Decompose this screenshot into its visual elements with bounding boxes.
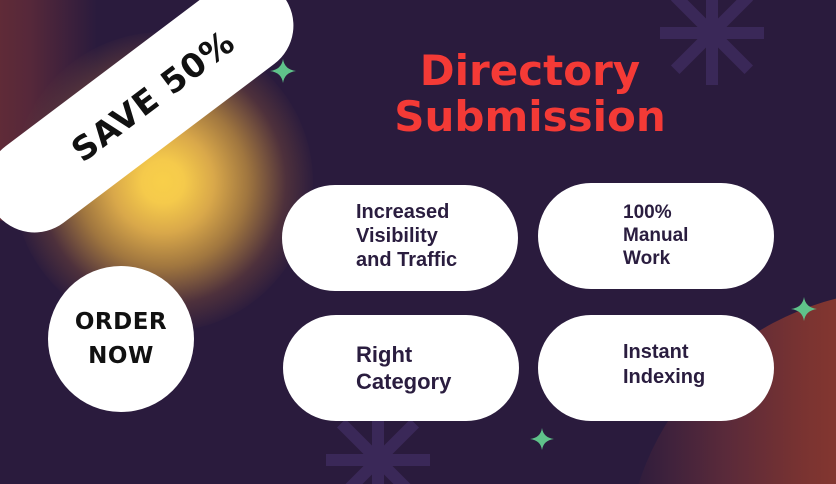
feature-text: Visibility [356,225,438,247]
feature-text: Right [356,342,413,367]
feature-text: Indexing [623,366,706,388]
feature-text: Work [623,248,671,269]
order-label-line-1: ORDER [74,309,168,335]
feature-pill-visibility: Increased Visibility and Traffic [282,185,518,291]
feature-pill-indexing: Instant Indexing [538,315,774,421]
feature-text: 100% [623,202,672,223]
order-label-line-2: NOW [88,343,154,369]
feature-pill-manual-work: 100% Manual Work [538,183,774,289]
asterisk-icon [660,0,764,85]
sparkle-icon [530,428,554,450]
sparkle-icon [791,297,817,321]
feature-text: Instant [623,341,689,363]
title-line-2: Submission [394,92,666,141]
page-title: Directory Submission [380,48,680,140]
feature-text: and Traffic [356,249,458,271]
feature-pill-category: Right Category [283,315,519,421]
feature-text: Manual [623,225,689,246]
title-line-1: Directory [419,46,641,95]
sparkle-icon [270,59,296,83]
asterisk-icon [326,408,430,484]
order-now-button[interactable]: ORDER NOW [48,266,194,412]
feature-text: Increased [356,201,450,223]
feature-text: Category [356,369,452,394]
